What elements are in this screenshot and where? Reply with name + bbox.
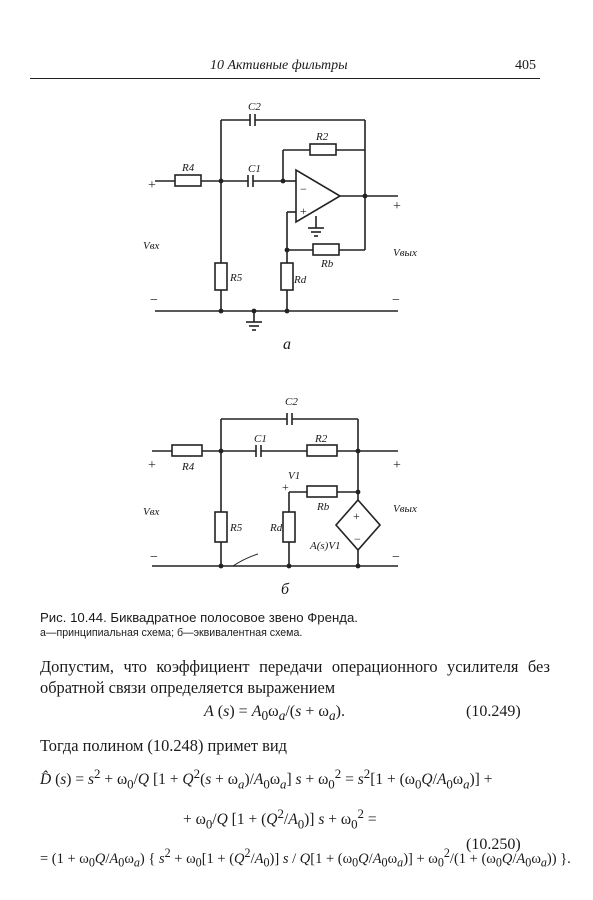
label-r5: R5 [229,272,243,284]
label-r5-b: R5 [229,522,243,534]
figure-subcaption: а—принципиальная схема; б—эквивалентная … [40,627,303,639]
header-rule [30,78,540,79]
label-plus-in: + [148,178,156,193]
label-r2: R2 [315,131,329,143]
circuit-diagram-b: + − + C2 C1 R2 R4 R5 Rd Rb V1 Vвх Vвых A… [143,396,417,569]
body-paragraph: Допустим, что коэффициент передачи опера… [40,657,550,697]
opamp-triangle [295,168,342,224]
label-vout: Vвых [393,247,417,259]
svg-text:−: − [354,532,361,546]
equation-10-249: A (s) = A0ωa/(s + ωa). [204,703,345,724]
label-c2: C2 [248,101,261,113]
resistor-r4-b [171,444,203,457]
svg-text:+: + [300,204,307,218]
resistor-r2-b [306,444,338,457]
circuit-diagram-a: − + C2 C1 R2 R4 R5 Rd Rb Vвх Vвых + + − … [143,101,417,331]
resistor-r5-b [214,511,228,543]
svg-text:−: − [300,182,307,196]
label-plus-in-b: + [148,458,156,473]
svg-text:+: + [282,480,289,494]
label-source-b: A(s)V1 [309,540,341,552]
resistor-rb-b [306,485,338,498]
equation-10-250-line2: + ω0/Q [1 + (Q2/A0)] s + ω02 = [183,806,377,832]
then-line: Тогда полином (10.248) примет вид [40,736,288,755]
label-rb-b: Rb [316,501,330,513]
resistor-rd [280,262,294,291]
equation-number-249: (10.249) [466,703,521,720]
label-vin-b: Vвх [143,506,159,518]
label-r4: R4 [181,162,195,174]
label-minus-in-b: − [150,550,158,565]
label-plus-out-b: + [393,458,401,473]
label-minus-in: − [150,293,158,308]
equation-number-250: (10.250) [466,836,521,853]
label-rd: Rd [293,274,307,286]
label-vin: Vвх [143,240,159,252]
svg-text:+: + [353,509,360,523]
resistor-rd-b [282,511,296,543]
label-r2-b: R2 [314,433,328,445]
label-plus-out: + [393,199,401,214]
label-c1: C1 [248,163,261,175]
label-r4-b: R4 [181,461,195,473]
figure-letter-b: б [281,581,290,598]
label-v1-b: V1 [288,470,300,482]
page-number: 405 [515,58,536,73]
label-rd-b: Rd [269,522,283,534]
equation-10-250-line1: D̂ (s) = s2 + ω0/Q [1 + Q2(s + ωa)/A0ωa]… [40,766,493,792]
figure-caption: Рис. 10.44. Биквадратное полосовое звено… [40,610,358,625]
equation-10-250-line3: = (1 + ω0Q/A0ωa) { s2 + ω0[1 + (Q2/A0)] … [40,846,571,870]
resistor-r4 [174,174,202,187]
resistor-r5 [214,262,228,291]
label-c1-b: C1 [254,433,267,445]
label-minus-out-b: − [392,550,400,565]
label-vout-b: Vвых [393,503,417,515]
resistor-r2 [309,143,337,156]
label-c2-b: C2 [285,396,298,408]
label-rb: Rb [320,258,334,270]
figure-letter-a: а [283,336,291,353]
running-title: 10 Активные фильтры [210,58,348,73]
resistor-rb [312,243,340,256]
label-minus-out: − [392,293,400,308]
